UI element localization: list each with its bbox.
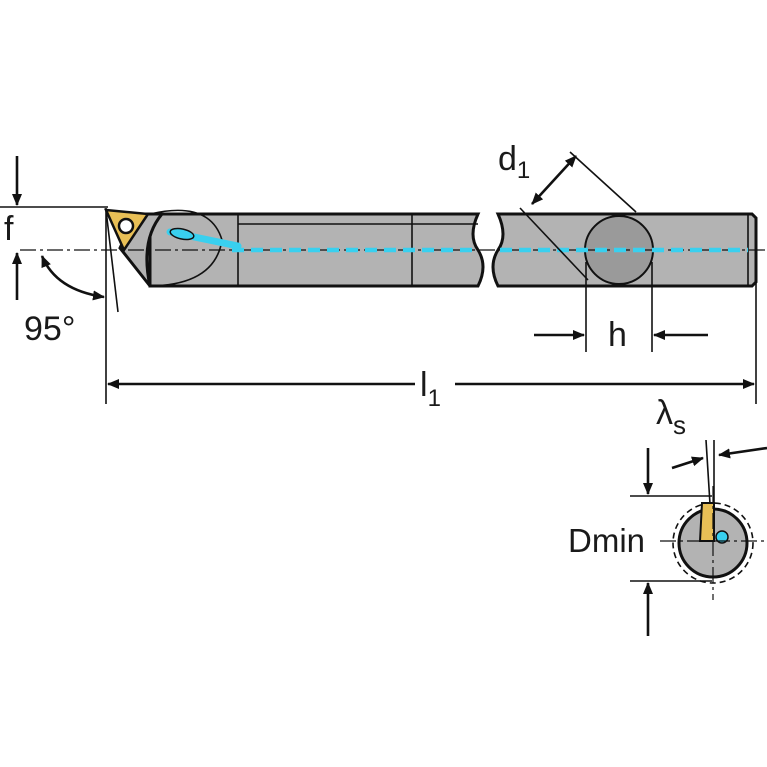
coolant-nozzle	[169, 227, 195, 241]
angle-label: 95°	[24, 310, 75, 348]
dmin-dimension: Dmin	[568, 448, 712, 636]
dmin-label: Dmin	[568, 522, 645, 559]
h-dimension: h	[534, 262, 708, 354]
coolant-port-end	[715, 530, 729, 544]
l1-label: l1	[420, 366, 441, 412]
h-label: h	[608, 316, 627, 354]
tool-side-view	[20, 208, 765, 288]
tool-end-view	[660, 486, 767, 600]
lambda-s-dimension: λs	[656, 394, 767, 505]
lambda-s-label: λs	[656, 394, 686, 440]
insert-hole	[117, 217, 135, 235]
f-dimension: f	[0, 156, 108, 300]
d1-label: d1	[498, 140, 530, 184]
d1-dimension: d1	[498, 140, 637, 281]
insert-end-view	[698, 502, 715, 542]
f-label: f	[4, 210, 14, 248]
l1-dimension: l1	[107, 282, 757, 412]
angle-dimension: 95°	[24, 208, 119, 404]
